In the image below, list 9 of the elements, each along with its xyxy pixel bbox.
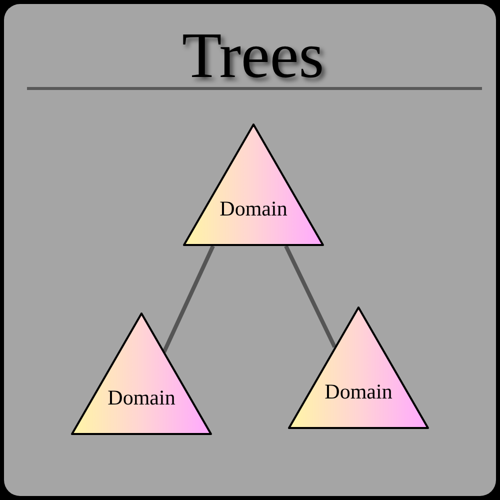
- connector-line: [162, 245, 215, 353]
- triangle-node: [71, 312, 212, 435]
- node-label: Domain: [324, 382, 392, 403]
- title: Trees: [180, 24, 326, 85]
- triangle-node: [288, 306, 429, 429]
- connector-line: [284, 245, 336, 348]
- triangle-node: [183, 123, 324, 246]
- node-label: Domain: [108, 388, 176, 409]
- node-label: Domain: [220, 198, 288, 220]
